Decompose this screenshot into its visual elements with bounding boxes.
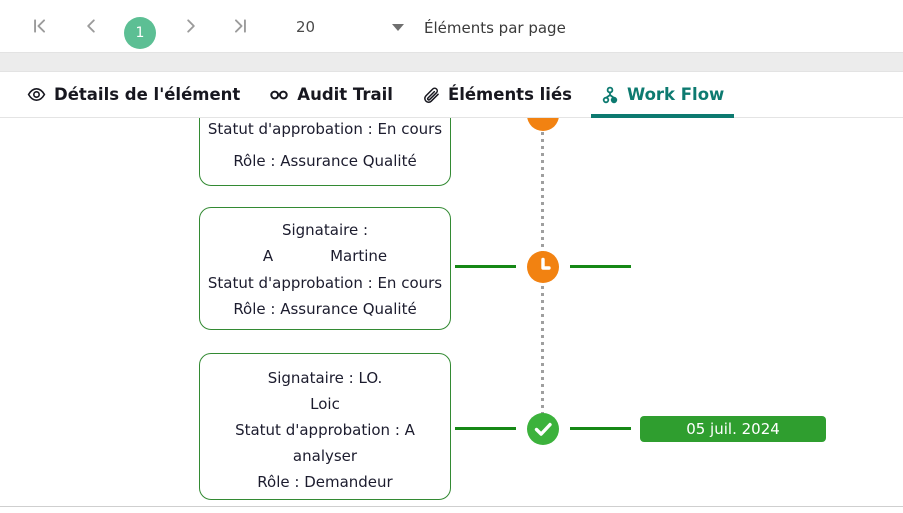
step-date-badge: 05 juil. 2024 [640,416,826,442]
step-status: Statut d'approbation : En cours [207,120,443,138]
tab-work-flow-label: Work Flow [626,85,725,104]
tab-work-flow[interactable]: Work Flow [590,72,735,118]
bottom-divider [0,506,903,507]
connector-left [455,265,516,268]
tab-linked-items-label: Éléments liés [447,85,572,104]
last-page-icon [232,17,250,35]
done-check-icon [526,412,560,446]
workflow-step-card: Signataire : A Martine Statut d'approbat… [199,207,451,330]
caret-down-icon [392,24,404,31]
last-page-button[interactable] [232,17,250,35]
tab-details-label: Détails de l'élément [54,85,241,104]
next-page-button[interactable] [182,17,200,35]
pending-clock-icon [526,250,560,284]
page-size-select[interactable]: 20 [288,14,408,40]
connector-right [570,265,631,268]
chevron-left-icon [82,17,100,35]
workflow-step-card: Signataire : LO. Loic Statut d'approbati… [199,353,451,500]
signer-first: A [262,247,274,266]
current-page-button[interactable]: 1 [124,17,156,49]
pagination-bar: 1 20 Éléments par page [0,0,903,52]
workflow-sitemap-icon [601,86,619,104]
first-page-icon [30,17,48,35]
connector-left [455,427,516,430]
first-page-button[interactable] [30,17,48,35]
tab-audit-trail[interactable]: Audit Trail [259,72,403,117]
step-role: Rôle : Assurance Qualité [233,152,417,170]
step-status-wrap: analyser [292,447,358,465]
previous-page-button[interactable] [82,17,100,35]
step-signer: Signataire : LO. [267,369,383,387]
chevron-right-icon [182,17,200,35]
step-role: Rôle : Demandeur [257,473,393,491]
tab-details[interactable]: Détails de l'élément [17,72,250,117]
workflow-timeline: Statut d'approbation : En cours Rôle : A… [0,118,903,506]
audit-trail-icon [269,86,289,104]
paperclip-icon [422,86,440,104]
step-status: Statut d'approbation : En cours [207,273,443,292]
step-status: Statut d'approbation : A [235,421,415,439]
signer-last: Martine [330,247,388,266]
eye-icon [27,85,46,104]
page-size-value: 20 [296,18,316,36]
tab-linked-items[interactable]: Éléments liés [412,72,582,117]
timeline-node-pending-clipped [526,118,560,132]
step-role: Rôle : Assurance Qualité [233,300,417,319]
step-signer-name: Loic [310,395,340,413]
step-signer-name: A Martine [200,243,450,269]
tab-audit-trail-label: Audit Trail [297,85,393,104]
step-signer-label: Signataire : [281,221,369,239]
connector-right [570,427,631,430]
workflow-step-card: Statut d'approbation : En cours Rôle : A… [199,118,451,186]
tab-bar: Détails de l'élément Audit Trail Élément… [0,72,903,118]
divider-band [0,52,903,72]
items-per-page-label: Éléments par page [424,19,566,37]
